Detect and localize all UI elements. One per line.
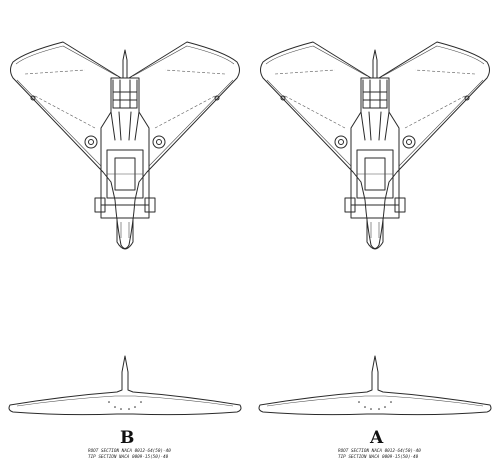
caption-a-line-2: TIP SECTION NACA 0009-15(50)-40: [338, 454, 419, 460]
plan-view-a: [260, 41, 490, 250]
front-view-b: [8, 355, 242, 416]
view-label-b: B: [120, 428, 134, 448]
plan-view-b: [10, 41, 240, 250]
caption-b-line-2: TIP SECTION NACA 0009-15(50)-40: [88, 454, 169, 460]
view-label-a: A: [369, 428, 384, 448]
caption-a-line-1: ROOT SECTION NACA 0012-64(50)-40: [338, 448, 421, 454]
caption-b-line-1: ROOT SECTION NACA 0012-64(50)-40: [88, 448, 171, 454]
front-view-a: [258, 355, 492, 416]
